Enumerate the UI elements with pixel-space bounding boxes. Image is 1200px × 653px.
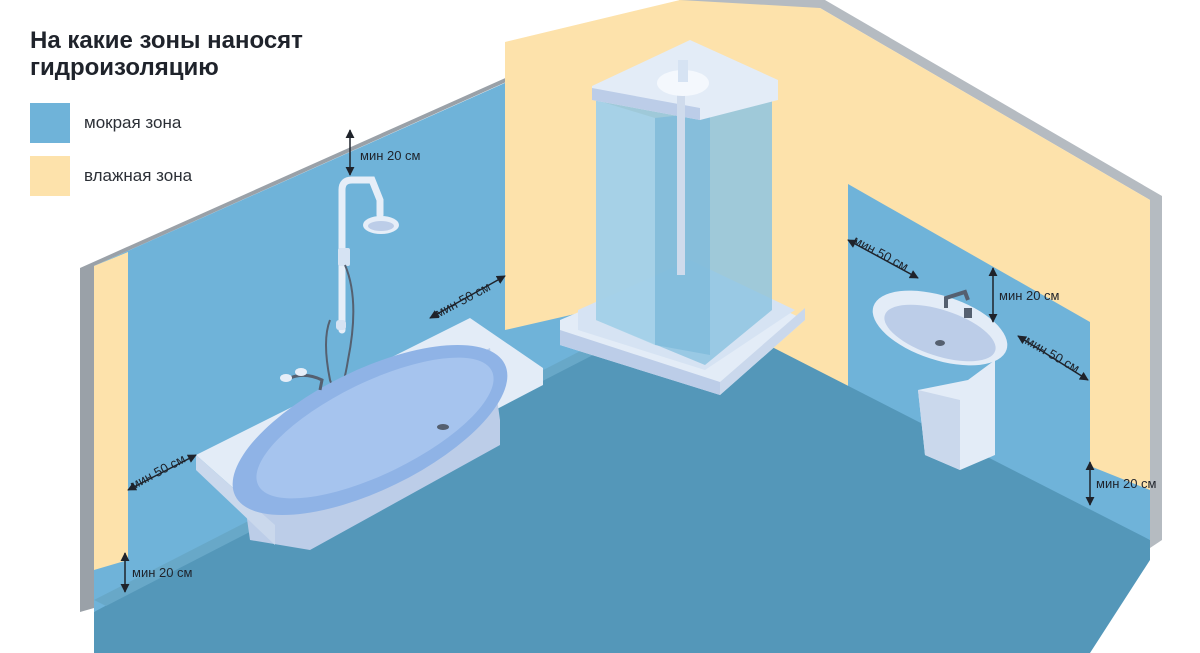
- legend-label-wet: мокрая зона: [84, 113, 182, 132]
- legend-item-wet: мокрая зона: [30, 103, 192, 143]
- legend: мокрая зона влажная зона: [30, 103, 192, 209]
- dim-shower-head-top: мин 20 см: [360, 148, 421, 163]
- sink: [872, 289, 1008, 470]
- page-title: На какие зоны наносят гидроизоляцию: [30, 27, 303, 81]
- legend-item-humid: влажная зона: [30, 156, 192, 196]
- shower-cabin: [560, 40, 805, 395]
- dim-right-wall-floor: мин 20 см: [1096, 476, 1157, 491]
- humid-zone-swatch: [30, 156, 70, 196]
- wet-zone-swatch: [30, 103, 70, 143]
- floor: [94, 300, 1150, 653]
- dimension-arrows: [120, 129, 1095, 593]
- legend-label-humid: влажная зона: [84, 166, 193, 185]
- dim-sink-top: мин 20 см: [999, 288, 1060, 303]
- left-wall-humid-strip: [94, 252, 128, 570]
- dim-bath-floor: мин 20 см: [132, 565, 193, 580]
- bathtub: [196, 318, 543, 550]
